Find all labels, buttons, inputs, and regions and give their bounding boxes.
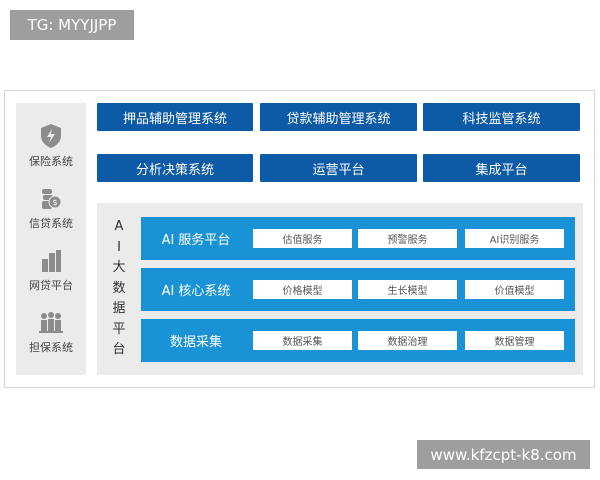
sidebar-item-credit: $ 信贷系统 (16, 187, 86, 231)
layer-label: AI 服务平台 (161, 233, 231, 248)
sidebar-item-p2p: 网贷平台 (16, 249, 86, 293)
system-loan: 贷款辅助管理系统 (260, 103, 417, 131)
layer-ai-core: AI 核心系统 价格模型 生长模型 价值模型 (141, 268, 575, 311)
system-analysis: 分析决策系统 (97, 154, 253, 182)
watermark-top-left: TG: MYYJJPP (10, 10, 134, 40)
label-char: 大 (112, 260, 126, 275)
layer-item: 估值服务 (253, 229, 352, 248)
sidebar: 保险系统 $ 信贷系统 网贷平台 担保系统 (16, 103, 86, 375)
layer-item: 数据管理 (465, 331, 564, 350)
layer-ai-service: AI 服务平台 估值服务 预警服务 AI识别服务 (141, 217, 575, 260)
buildings-icon (42, 250, 61, 272)
layer-item: AI识别服务 (465, 229, 564, 248)
layer-item: 预警服务 (358, 229, 457, 248)
layer-data-collection: 数据采集 数据采集 数据治理 数据管理 (141, 319, 575, 362)
layer-label: 数据采集 (169, 335, 222, 350)
sidebar-item-label: 信贷系统 (29, 217, 73, 230)
label-char: I (117, 239, 121, 255)
coins-icon: $ (42, 189, 62, 209)
sidebar-item-guarantee: 担保系统 (16, 311, 86, 355)
layer-item: 数据治理 (358, 331, 457, 350)
label-char: 台 (112, 342, 126, 357)
label-char: 据 (112, 301, 126, 316)
layer-item: 价值模型 (465, 280, 564, 299)
label-char: A (114, 219, 124, 234)
sidebar-item-label: 网贷平台 (29, 279, 73, 292)
system-collateral: 押品辅助管理系统 (97, 103, 253, 131)
people-icon (39, 312, 63, 333)
shield-lightning-icon (41, 124, 61, 148)
label-char: 平 (112, 321, 126, 337)
layer-label: AI 核心系统 (161, 284, 231, 299)
layer-item: 数据采集 (253, 331, 352, 350)
system-supervision: 科技监管系统 (423, 103, 580, 131)
label-char: 数 (112, 280, 126, 296)
watermark-bottom-right: www.kfzcpt-k8.com (417, 440, 590, 469)
sidebar-item-label: 保险系统 (29, 155, 73, 168)
sidebar-item-insurance: 保险系统 (16, 123, 86, 169)
sidebar-item-label: 担保系统 (29, 341, 73, 354)
platform-vertical-label: A I 大 数 据 平 台 (111, 217, 127, 361)
system-integration: 集成平台 (423, 154, 580, 182)
layer-item: 价格模型 (253, 280, 352, 299)
system-operations: 运营平台 (260, 154, 417, 182)
layer-item: 生长模型 (358, 280, 457, 299)
svg-text:$: $ (52, 198, 57, 207)
